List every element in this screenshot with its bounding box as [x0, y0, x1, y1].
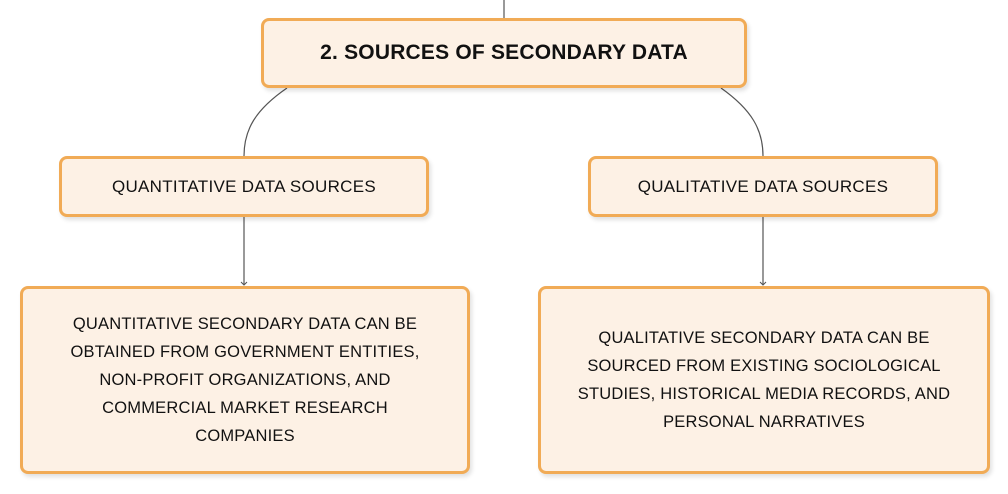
- quantitative-sources-label: QUANTITATIVE DATA SOURCES: [111, 176, 377, 196]
- qualitative-detail-node[interactable]: QUALITATIVE SECONDARY DATA CAN BE SOURCE…: [538, 286, 990, 474]
- qualitative-sources-node[interactable]: QUALITATIVE DATA SOURCES: [588, 156, 938, 217]
- title-to-quantitative-connector: [243, 87, 288, 157]
- qualitative-detail-text: QUALITATIVE SECONDARY DATA CAN BE SOURCE…: [577, 329, 951, 431]
- title-node[interactable]: 2. SOURCES OF SECONDARY DATA: [261, 18, 747, 88]
- title-text: 2. SOURCES OF SECONDARY DATA: [320, 41, 688, 64]
- qualitative-sources-label: QUALITATIVE DATA SOURCES: [637, 176, 889, 196]
- quantitative-sources-node[interactable]: QUANTITATIVE DATA SOURCES: [59, 156, 429, 217]
- quantitative-detail-text: QUANTITATIVE SECONDARY DATA CAN BE OBTAI…: [70, 315, 420, 445]
- title-to-qualitative-connector: [720, 87, 764, 157]
- quantitative-detail-node[interactable]: QUANTITATIVE SECONDARY DATA CAN BE OBTAI…: [20, 286, 470, 474]
